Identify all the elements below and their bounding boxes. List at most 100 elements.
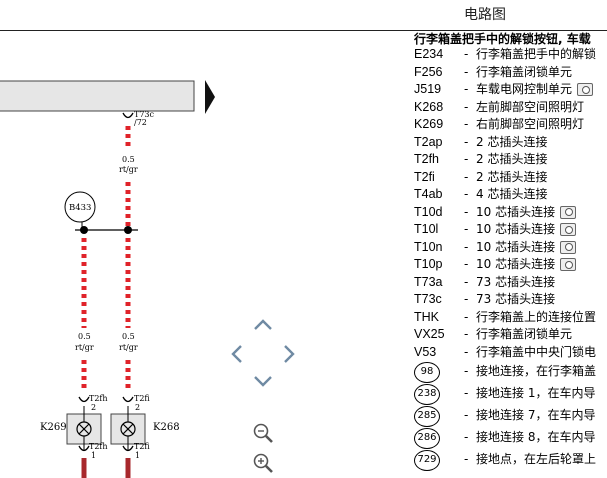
- legend-desc: 行李箱盖把手中的解锁: [476, 47, 597, 61]
- legend-row: T73a-73 芯插头连接: [414, 274, 607, 292]
- legend-desc: 73 芯插头连接: [476, 274, 556, 289]
- comp-left-cup-bot: [78, 445, 90, 452]
- component-legend: 行李箱盖把手中的解锁按钮, 车载 E234-行李箱盖把手中的解锁 F256-行李…: [414, 32, 607, 478]
- junction-node-left: [80, 226, 88, 234]
- connector-arrow: [205, 80, 215, 114]
- legend-dash: -: [464, 257, 469, 271]
- legend-row: T2fi-2 芯插头连接: [414, 169, 607, 187]
- legend-grounds: 98-接地连接，在行李箱盖 238-接地连接 1，在车内导 285-接地连接 7…: [414, 361, 607, 471]
- legend-desc: 右前脚部空间照明灯: [476, 117, 585, 131]
- ground-circle: 98: [414, 361, 440, 383]
- chevron-left-icon: [231, 345, 242, 363]
- legend-row: F256 -行李箱盖闭锁单元: [414, 64, 607, 82]
- conn-top-cup: [122, 112, 134, 119]
- legend-desc: 左前脚部空间照明灯: [476, 99, 585, 114]
- legend-desc: 车载电网控制单元: [476, 82, 573, 96]
- comp-left-pin-top: 2: [91, 403, 96, 412]
- zoom-out-icon: [253, 423, 273, 443]
- camera-icon[interactable]: [560, 205, 577, 219]
- legend-dash: -: [464, 64, 469, 79]
- comp-right-cup-bot: [122, 445, 134, 452]
- comp-right-pin-bot: 1: [135, 451, 140, 460]
- comp-left-label: K269: [40, 422, 67, 433]
- camera-icon[interactable]: [560, 240, 577, 254]
- junction-b433-circle: [64, 191, 96, 223]
- legend-code: T10n: [414, 239, 443, 254]
- page-title: 电路图: [464, 7, 506, 23]
- legend-dash: -: [464, 99, 469, 114]
- legend-dash: -: [464, 204, 469, 219]
- camera-icon[interactable]: [560, 258, 577, 272]
- comp-right-cup-top: [122, 396, 134, 403]
- legend-desc: 行李箱盖中中央门锁电: [476, 344, 597, 359]
- legend-desc: 2 芯插头连接: [476, 169, 548, 184]
- legend-row: THK -行李箱盖上的连接位置: [414, 309, 607, 327]
- lamp-left-icon: [76, 421, 92, 437]
- legend-code: T2ap: [414, 134, 443, 149]
- legend-dash: -: [464, 47, 469, 61]
- legend-desc: 73 芯插头连接: [476, 292, 556, 306]
- ground-circle: 729: [414, 449, 440, 471]
- pan-up-button[interactable]: [253, 318, 273, 332]
- wire-left-color: rt/gr: [75, 343, 94, 352]
- legend-row: J519-车载电网控制单元: [414, 81, 607, 99]
- legend-dash: -: [464, 152, 469, 166]
- legend-row: T10l-10 芯插头连接: [414, 221, 607, 239]
- zoom-in-icon: [253, 453, 273, 473]
- legend-row: VX25-行李箱盖闭锁单元: [414, 326, 607, 344]
- ground-row: 286-接地连接 8，在车内导: [414, 427, 607, 449]
- pan-right-button[interactable]: [282, 344, 296, 364]
- wire-right-size: 0.5: [122, 332, 135, 341]
- ground-desc: 接地连接 7，在车内导: [476, 408, 596, 423]
- conn-top-sub: /72: [134, 118, 147, 127]
- legend-dash: -: [464, 82, 469, 96]
- legend-desc: 10 芯插头连接: [476, 204, 556, 219]
- legend-row: V53-行李箱盖中中央门锁电: [414, 344, 607, 362]
- legend-title: 行李箱盖把手中的解锁按钮, 车载: [414, 32, 591, 46]
- legend-row: T73c-73 芯插头连接: [414, 291, 607, 309]
- legend-code: K268: [414, 99, 444, 114]
- legend-items: E234-行李箱盖把手中的解锁 F256-行李箱盖闭锁单元 J519-车载电网控…: [414, 46, 607, 361]
- legend-desc: 行李箱盖上的连接位置: [476, 309, 597, 324]
- zoom-in-button[interactable]: [252, 452, 274, 474]
- conn-top-pin: T73c: [134, 110, 155, 119]
- camera-icon[interactable]: [560, 223, 577, 237]
- chevron-up-icon: [254, 319, 272, 330]
- pan-left-button[interactable]: [230, 344, 244, 364]
- legend-code: T10d: [414, 204, 443, 219]
- ground-circle: 285: [414, 405, 440, 427]
- zoom-out-button[interactable]: [252, 422, 274, 444]
- legend-desc: 10 芯插头连接: [476, 222, 556, 236]
- legend-code: T73c: [414, 292, 442, 306]
- connector-bar: [0, 80, 195, 112]
- legend-dash: -: [464, 239, 469, 254]
- comp-right-conn-bot: T2fi: [134, 442, 150, 451]
- legend-desc: 行李箱盖闭锁单元: [476, 64, 573, 79]
- legend-dash: -: [464, 452, 469, 467]
- wire-top-size: 0.5: [122, 155, 135, 164]
- circuit-diagram: T73c /72 0.5 rt/gr B433 0.5 rt/gr 0.5 rt…: [0, 80, 215, 478]
- header-divider: [0, 30, 607, 31]
- camera-icon[interactable]: [577, 83, 594, 97]
- legend-code: K269: [414, 117, 444, 131]
- junction-node-right: [124, 226, 132, 234]
- legend-dash: -: [464, 309, 469, 324]
- comp-right-label: K268: [153, 422, 180, 433]
- legend-row: T2fh-2 芯插头连接: [414, 151, 607, 169]
- legend-code: THK: [414, 309, 439, 324]
- legend-code: T10p: [414, 257, 443, 271]
- pan-down-button[interactable]: [253, 374, 273, 388]
- ground-desc: 接地点，在左后轮罩上: [476, 452, 597, 467]
- ground-circle: 286: [414, 427, 440, 449]
- legend-code: T10l: [414, 222, 439, 236]
- ground-desc: 接地连接 8，在车内导: [476, 430, 596, 445]
- legend-row: T4ab-4 芯插头连接: [414, 186, 607, 204]
- legend-code: VX25: [414, 327, 445, 341]
- comp-left-conn-top: T2fh: [89, 394, 108, 403]
- ground-row: 238-接地连接 1，在车内导: [414, 383, 607, 405]
- legend-dash: -: [464, 134, 469, 149]
- legend-code: F256: [414, 64, 443, 79]
- wire-right-color: rt/gr: [119, 343, 138, 352]
- legend-code: E234: [414, 47, 444, 61]
- wire-left-size: 0.5: [78, 332, 91, 341]
